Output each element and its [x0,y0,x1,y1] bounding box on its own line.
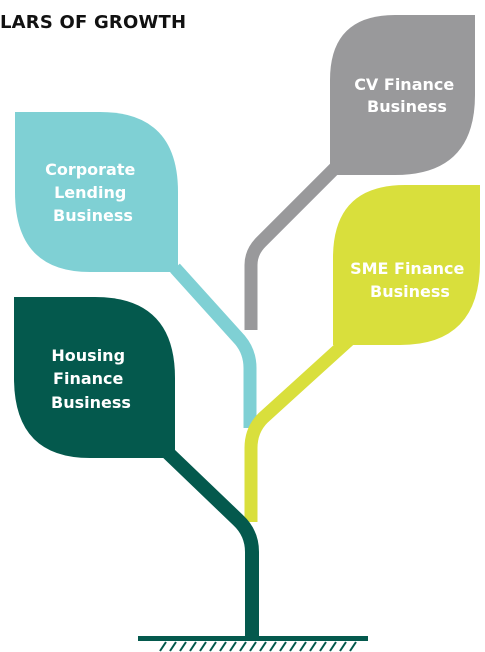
ground-hatch-mark [269,641,277,652]
ground-hatch-mark [279,641,287,652]
leaf-label-sme: SME Finance Business [350,259,470,301]
ground-hatch-mark [179,641,187,652]
leaf-corporate [15,112,178,272]
ground-hatch-mark [189,641,197,652]
ground-hatch-mark [349,641,357,652]
leaf-label-corporate-line-3: Business [53,206,133,225]
ground-hatch-mark [229,641,237,652]
leaf-label-corporate: Corporate Lending Business [45,160,141,225]
ground-hatch-mark [309,641,317,652]
leaf-label-corporate-line-2: Lending [54,183,126,202]
leaf-label-cv-line-2: Business [367,97,447,116]
ground-hatch-mark [259,641,267,652]
ground-hatch-mark [339,641,347,652]
leaf-label-housing-line-1: Housing [51,346,125,365]
stem-cv [244,140,363,330]
ground-hatch-mark [329,641,337,652]
ground-hatch-mark [159,641,167,652]
ground-hatch-mark [169,641,177,652]
ground-hatch-mark [209,641,217,652]
leaf-label-housing: Housing Finance Business [51,346,131,412]
leaf-label-corporate-line-1: Corporate [45,160,135,179]
ground-hatch-mark [289,641,297,652]
leaf-housing [14,297,175,458]
leaf-label-cv: CV Finance Business [354,75,460,116]
ground-hatch-mark [299,641,307,652]
page-title: LARS OF GROWTH [0,12,187,33]
stem-corporate [170,263,257,428]
leaf-label-cv-line-1: CV Finance [354,75,454,94]
leaf-cv [330,15,475,175]
stem-sme [244,325,365,522]
ground-hatch-mark [319,641,327,652]
leaf-label-sme-line-2: Business [370,282,450,301]
leaf-sme [333,185,480,345]
leaf-label-housing-line-3: Business [51,393,131,412]
ground-hatch-mark [249,641,257,652]
ground-hatch-mark [199,641,207,652]
leaf-label-housing-line-2: Finance [53,369,123,388]
ground-hatching [159,641,357,652]
ground-hatch-mark [239,641,247,652]
ground-line [138,636,368,641]
stem-housing [160,444,259,638]
leaf-label-sme-line-1: SME Finance [350,259,464,278]
ground-hatch-mark [219,641,227,652]
